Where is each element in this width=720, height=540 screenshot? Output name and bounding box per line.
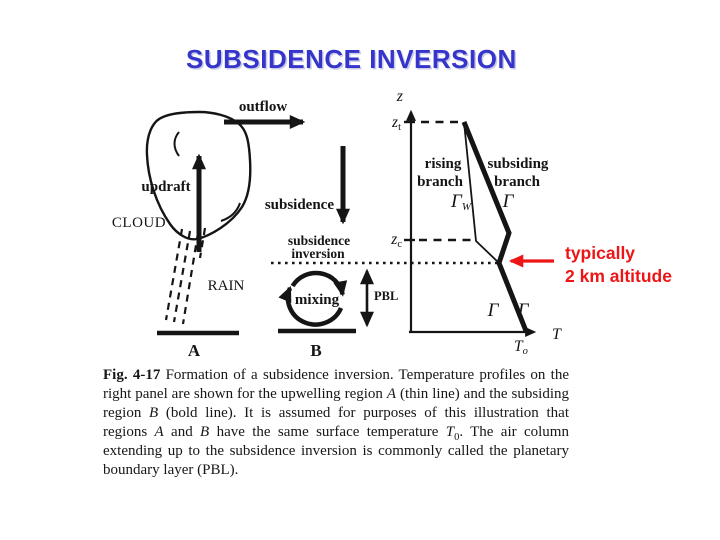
slide-title: SUBSIDENCE INVERSION (186, 44, 517, 74)
caption-region-a: A (154, 424, 164, 440)
t0-label: To (514, 338, 528, 357)
pbl-label: PBL (374, 289, 398, 303)
cloud-inner-arc-left (173, 131, 180, 157)
zt-label: zt (391, 114, 401, 133)
caption-region-b: B (149, 405, 159, 421)
bold-profile-line (461, 121, 529, 332)
gamma-lower-right-label: Γ (517, 300, 530, 321)
caption-text: (thin line) and the subsiding region (103, 386, 570, 421)
caption-text: and (163, 424, 201, 440)
caption-t-symbol: T (445, 424, 455, 440)
zc-label: zc (390, 231, 402, 250)
outflow-label: outflow (239, 99, 288, 115)
caption-region-b: B (200, 424, 210, 440)
caption-text: (bold line). It is assumed for purposes … (103, 405, 569, 440)
label-a: A (188, 341, 201, 360)
caption-fig-label: Fig. 4-17 (103, 367, 161, 383)
cloud-inner-arc-right (220, 202, 241, 222)
mixing-arrow-top (290, 270, 348, 297)
rain-label: RAIN (208, 278, 245, 294)
rising-branch-label-line2: branch (417, 174, 464, 190)
gamma-upper-label: Γ (502, 191, 515, 212)
caption-t-subscript: 0 (454, 432, 460, 443)
gamma-lower-left-label: Γ (487, 300, 500, 321)
caption-text: Formation of a subsidence inversion. Tem… (103, 367, 569, 402)
caption-text: . The air column extending up to the sub… (103, 424, 569, 478)
caption-region-a: A (386, 386, 397, 402)
subsidence-label: subsidence (265, 197, 335, 213)
caption-text: have the same surface temperature (209, 424, 446, 440)
annotation-text: typically 2 km altitude (565, 242, 672, 288)
rain-dashes (164, 227, 207, 325)
figure-caption: Fig. 4-17 Formation of a subsidence inve… (103, 366, 569, 480)
subsiding-branch-label-line1: subsiding (488, 156, 549, 172)
rising-branch-label-line1: rising (425, 156, 462, 172)
label-b: B (310, 341, 321, 360)
updraft-label: updraft (141, 179, 190, 195)
cloud-label: CLOUD (112, 215, 166, 231)
t-axis-label: T (552, 326, 562, 343)
gamma-w-label: ΓW (450, 191, 472, 213)
cloud-outline (145, 110, 252, 241)
annotation-line1: typically (565, 243, 636, 263)
thin-profile-line (463, 121, 500, 264)
z-axis-label: z (396, 88, 404, 105)
mixing-label: mixing (295, 292, 340, 308)
mixing-arrow-bottom (278, 285, 344, 327)
subsiding-branch-label-line2: branch (494, 174, 541, 190)
inversion-label-line1: subsidence (288, 233, 350, 248)
inversion-label-line2: inversion (291, 246, 345, 261)
annotation-line2: 2 km altitude (565, 266, 672, 286)
